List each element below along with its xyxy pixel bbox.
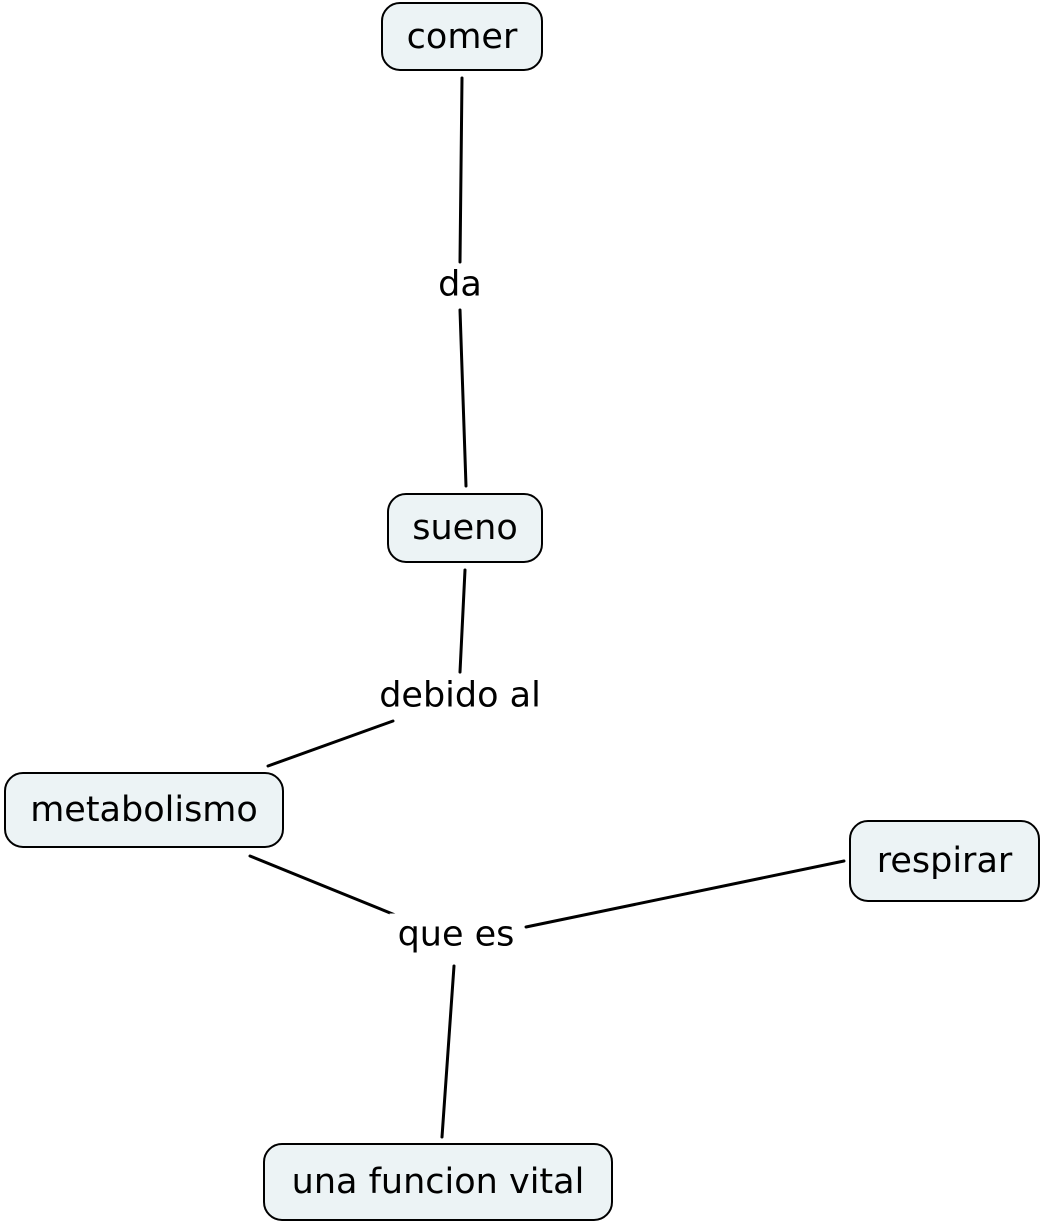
concept-node-funcion-vital[interactable]: una funcion vital <box>263 1143 613 1221</box>
concept-label-comer: comer <box>406 16 518 57</box>
line-da-to-sueno <box>458 308 468 488</box>
concept-label-sueno: sueno <box>412 508 518 548</box>
linking-phrase-que-es[interactable]: que es <box>389 913 523 957</box>
line-comer-to-da <box>458 76 464 264</box>
concept-node-comer[interactable]: comer <box>381 2 543 71</box>
concept-node-sueno[interactable]: sueno <box>387 493 543 563</box>
linking-phrase-debido-al[interactable]: debido al <box>371 674 549 718</box>
concept-label-funcion-vital: una funcion vital <box>291 1162 585 1202</box>
line-metabolismo-to-que-es <box>248 854 402 919</box>
concept-label-respirar: respirar <box>876 841 1013 881</box>
concept-label-metabolismo: metabolismo <box>30 790 258 830</box>
concept-node-metabolismo[interactable]: metabolismo <box>4 772 284 848</box>
line-respirar-to-que-es <box>524 859 846 929</box>
concept-node-respirar[interactable]: respirar <box>849 820 1040 902</box>
linking-phrase-da[interactable]: da <box>430 263 490 307</box>
line-que-es-to-funcion-vital <box>440 964 456 1139</box>
line-debido-al-to-metabolismo <box>266 719 395 768</box>
line-sueno-to-debido-al <box>458 568 467 674</box>
